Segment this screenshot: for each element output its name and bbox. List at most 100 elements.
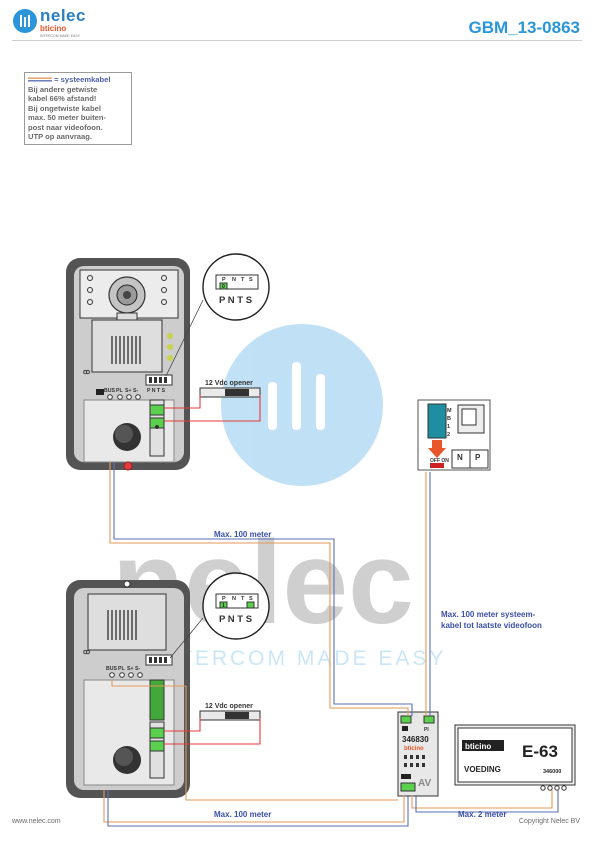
power-code: 346000 [543, 769, 561, 775]
speaker-module [91, 319, 163, 373]
note-line: max. 50 meter buiten- [28, 113, 107, 122]
power-supply-face [457, 727, 573, 783]
interface-code: 346830 [402, 735, 429, 744]
annotation-cable: Max. 100 meter [214, 530, 271, 539]
dip-switch-zoom-bottom: P N T S 1 P N T S [169, 572, 270, 659]
opener-label: 12 Vdc opener [205, 380, 253, 387]
screw [161, 275, 167, 281]
brand-sub: bticino [40, 24, 67, 33]
terminal-block-bus [96, 389, 104, 395]
opener-wire [164, 718, 261, 745]
top-screw [123, 580, 131, 588]
footer-copyright: Copyright Nelec BV [518, 818, 580, 825]
power-terminal-screws [540, 785, 567, 791]
switch-letter: N [232, 596, 236, 602]
zoom-switch-letters: P N T S [222, 596, 253, 602]
system-cable-legend-icon [28, 77, 52, 82]
door-panel-top: ꝏ BUS PL S+ S- P N T S [66, 258, 190, 471]
switch-letter: S [249, 277, 253, 283]
cable-note: = systeemkabel Bij andere getwiste kabel… [24, 72, 132, 145]
watermark-logo-icon [268, 362, 325, 430]
terminal-label: M [447, 408, 452, 414]
status-led [167, 344, 173, 350]
status-led [167, 333, 173, 339]
terminal-label: BUS [104, 388, 115, 394]
terminal-green [149, 404, 165, 416]
videophone-terminal-block [427, 403, 447, 439]
speaker-grille-icon [111, 336, 141, 364]
annotation-cable: Max. 2 meter [458, 810, 506, 819]
note-line: UTP op aanvraag. [28, 132, 93, 141]
call-button-highlight [115, 748, 133, 766]
key-icon: ꝏ [83, 369, 90, 376]
videophone-terminal-labels: M B 1 2 [447, 408, 452, 438]
screw [161, 287, 167, 293]
switch-letter: P [222, 277, 226, 283]
videophone: M B 1 2 OFF ON N P [417, 399, 491, 471]
terminal-label: PL [118, 666, 125, 672]
terminal-green [400, 782, 416, 792]
power-brand-bar [462, 740, 504, 751]
terminal-label: 1 [447, 424, 450, 430]
cable-orange [111, 679, 398, 801]
brand-tagline: INTERCOM MADE EASY [40, 34, 81, 38]
zoom-pointer [165, 299, 204, 377]
terminal-green [149, 727, 165, 739]
annotation-cable: Max. 100 meter [214, 810, 271, 819]
power-supply: bticino E-63 VOEDING 346000 [454, 724, 576, 791]
terminal-green [149, 740, 165, 752]
cable-orange [103, 790, 405, 823]
terminal-label: S- [135, 666, 140, 672]
terminal-label: S- [133, 388, 138, 394]
annotation-cable: kabel tot laatste videofoon [441, 621, 542, 630]
pn-label: P [475, 453, 481, 462]
pn-label: N [457, 453, 463, 462]
status-led [167, 355, 173, 361]
interface-dip-switches [404, 755, 425, 767]
opener-strike [225, 712, 249, 719]
camera-lens-center [123, 291, 131, 299]
door-opener-bottom: 12 Vdc opener [199, 703, 261, 721]
terminal-screws [107, 394, 141, 400]
terminal-label: S+ [127, 666, 134, 672]
terminal-label: B [447, 416, 451, 422]
power-brand: bticino [465, 742, 491, 751]
cable-orange [411, 790, 553, 809]
power-model: E-63 [522, 742, 558, 761]
call-button-highlight [115, 425, 133, 443]
note-line-title: = systeemkabel [54, 75, 111, 84]
power-label: VOEDING [464, 765, 501, 774]
door-opener-top: 12 Vdc opener [199, 380, 261, 398]
videophone-display [461, 408, 477, 426]
terminal-label: S+ [125, 388, 132, 394]
zoom-pnts-label: P N T S [219, 614, 252, 625]
screw [161, 299, 167, 305]
document-number: GBM_13-0863 [468, 18, 580, 37]
off-on-label: OFF ON [430, 458, 449, 464]
dip-switch-zoom-top: P N T S 0 P N T S [165, 253, 270, 377]
cable-blue [113, 462, 413, 716]
switch-s-on [246, 601, 255, 609]
screw [87, 287, 93, 293]
terminal-label: 2 [447, 432, 450, 438]
watermark-tagline: INTERCOM MADE EASY [152, 647, 446, 670]
terminal-labels: BUS PL S+ S- P N T S [104, 388, 166, 394]
opener-wires [164, 395, 261, 745]
switch-letter: T [241, 277, 245, 283]
opener-wire [164, 395, 261, 422]
terminal-screws [109, 672, 143, 678]
system-cables [103, 462, 559, 827]
cable-orange [109, 462, 409, 716]
cable-blue [415, 790, 559, 813]
terminal-label-pnts: P N T S [147, 388, 166, 394]
screw [87, 275, 93, 281]
brand-name: nelec [40, 6, 86, 25]
module-green-strip [149, 679, 165, 721]
terminal-label: BUS [106, 666, 117, 672]
switch-value: 1 [222, 603, 225, 609]
arrow-down-icon [428, 440, 446, 458]
key-icon: ꝏ [83, 649, 90, 656]
opener-label: 12 Vdc opener [205, 703, 253, 710]
opener-wire [164, 395, 201, 409]
